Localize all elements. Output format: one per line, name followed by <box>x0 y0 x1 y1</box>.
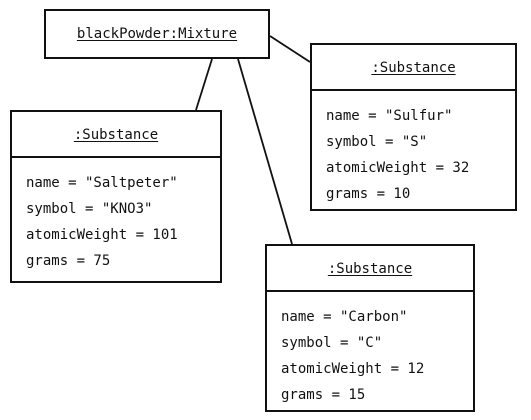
attr-grams: grams = 15 <box>281 387 366 403</box>
substance-carbon: :Substance name = "Carbon" symbol = "C" … <box>265 244 475 412</box>
attr-atomic-weight: atomicWeight = 101 <box>26 227 178 243</box>
mixture-object-name: blackPowder:Mixture <box>76 26 238 42</box>
attr-grams: grams = 75 <box>26 253 111 269</box>
link-mixture-carbon <box>237 58 293 245</box>
substance-header: :Substance <box>73 127 159 143</box>
attr-name: name = "Sulfur" <box>326 108 453 124</box>
substance-header: :Substance <box>371 60 456 76</box>
attr-atomic-weight: atomicWeight = 32 <box>326 160 470 176</box>
attr-atomic-weight: atomicWeight = 12 <box>281 361 425 377</box>
substance-saltpeter: :Substance name = "Saltpeter" symbol = "… <box>10 110 222 283</box>
substance-attributes: name = "Saltpeter" symbol = "KNO3" atomi… <box>12 156 220 274</box>
link-mixture-saltpeter <box>195 58 213 111</box>
substance-header: :Substance <box>327 261 413 277</box>
substance-sulfur: :Substance name = "Sulfur" symbol = "S" … <box>310 43 517 211</box>
link-mixture-sulfur <box>269 35 311 63</box>
attr-name: name = "Carbon" <box>281 309 408 325</box>
attr-symbol: symbol = "C" <box>281 335 383 351</box>
attr-grams: grams = 10 <box>326 186 411 202</box>
attr-symbol: symbol = "S" <box>326 134 428 150</box>
attr-name: name = "Saltpeter" <box>26 175 178 191</box>
attr-symbol: symbol = "KNO3" <box>26 201 153 217</box>
substance-attributes: name = "Sulfur" symbol = "S" atomicWeigh… <box>312 89 515 207</box>
substance-attributes: name = "Carbon" symbol = "C" atomicWeigh… <box>267 290 473 408</box>
mixture-object: blackPowder:Mixture <box>44 9 270 59</box>
